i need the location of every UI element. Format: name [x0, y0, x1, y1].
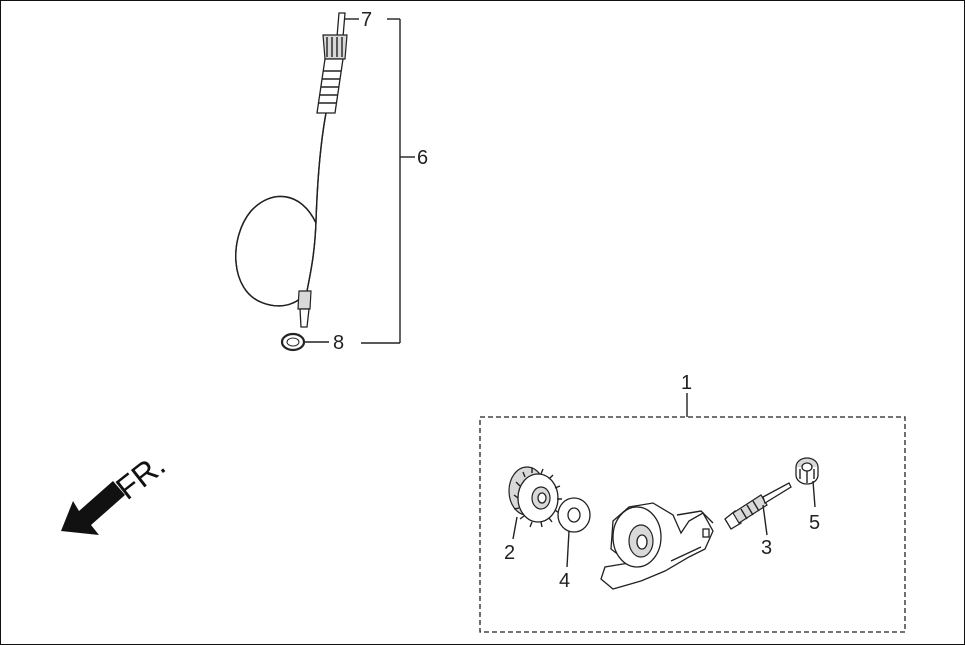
cable-lower-fitting: [297, 290, 312, 310]
gearbox-housing: [600, 502, 714, 590]
cable-loop: [235, 195, 317, 307]
drive-gear: [508, 466, 562, 528]
front-direction-arrow: FR.: [61, 446, 172, 535]
callout-5: 5: [809, 512, 820, 534]
callout-2: 2: [504, 542, 515, 564]
gearbox-nut: [795, 457, 819, 485]
arrow-icon: [61, 481, 125, 535]
callout-6: 6: [417, 147, 428, 169]
gearbox-kit: 1 2 4: [479, 372, 906, 633]
pinion-shaft: [724, 482, 792, 530]
callout-7: 7: [361, 9, 372, 31]
leader-5: [812, 480, 816, 508]
cable-upper-sleeve: [316, 58, 344, 114]
cable-upper-nut: [322, 34, 348, 60]
leader-3: [762, 504, 768, 536]
kit-dashed-box: [479, 416, 906, 633]
callout-8: 8: [333, 332, 344, 354]
callout-3: 3: [761, 537, 772, 559]
leader-2: [512, 516, 518, 540]
washer: [557, 497, 591, 533]
callout-4: 4: [559, 570, 570, 592]
leader-4: [566, 530, 570, 568]
speedometer-cable: [235, 12, 348, 352]
cable-inner-tip: [336, 12, 346, 38]
bracket-6: [361, 18, 415, 344]
callout-1: 1: [681, 372, 692, 394]
